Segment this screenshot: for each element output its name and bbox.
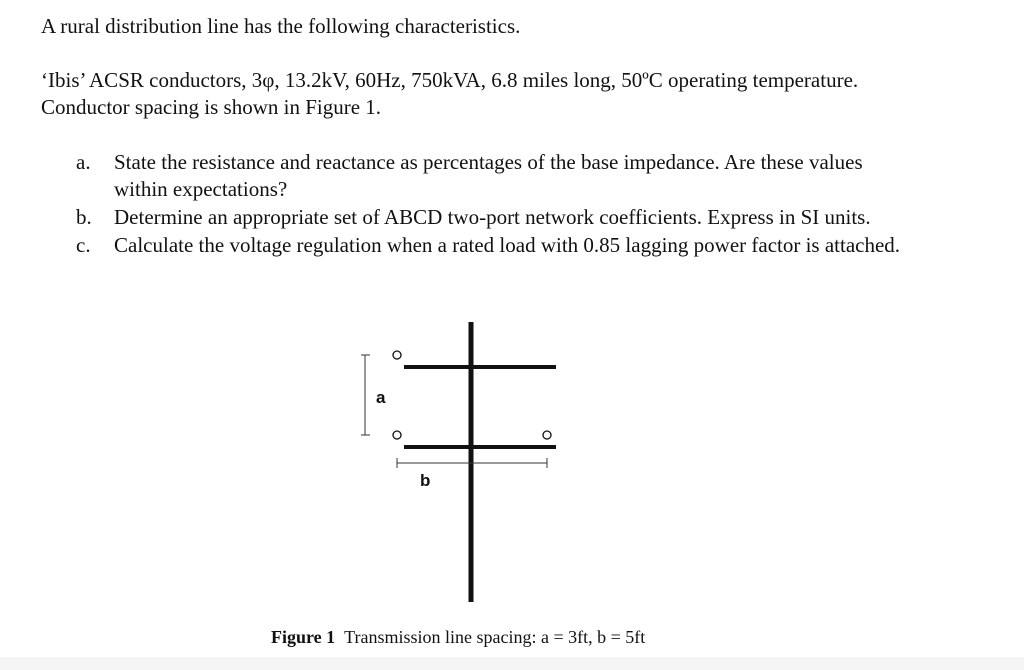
caption-label: Figure 1 bbox=[271, 627, 336, 647]
dimension-a bbox=[361, 354, 370, 436]
conductor-spacing-figure: a b bbox=[350, 318, 570, 608]
question-text: State the resistance and reactance as pe… bbox=[114, 150, 863, 201]
question-item: c. Calculate the voltage regulation when… bbox=[76, 232, 916, 259]
specification-text: ‘Ibis’ ACSR conductors, 3φ, 13.2kV, 60Hz… bbox=[41, 68, 859, 119]
question-item: b. Determine an appropriate set of ABCD … bbox=[76, 204, 916, 231]
question-marker: c. bbox=[76, 233, 91, 257]
figure-caption: Figure 1 Transmission line spacing: a = … bbox=[271, 625, 645, 649]
conductor-left bbox=[392, 430, 402, 440]
figure-drawing: a b bbox=[361, 322, 556, 602]
conductor-right bbox=[542, 430, 552, 440]
question-text: Calculate the voltage regulation when a … bbox=[114, 233, 901, 257]
intro-text: A rural distribution line has the follow… bbox=[41, 14, 521, 38]
dimension-b bbox=[396, 458, 548, 468]
dimension-a-label: a bbox=[376, 388, 386, 407]
question-marker: b. bbox=[76, 205, 92, 229]
question-list: a. State the resistance and reactance as… bbox=[76, 149, 916, 260]
question-item: a. State the resistance and reactance as… bbox=[76, 149, 916, 203]
caption-text: Transmission line spacing: a = 3ft, b = … bbox=[344, 627, 646, 647]
question-text: Determine an appropriate set of ABCD two… bbox=[114, 205, 871, 229]
question-marker: a. bbox=[76, 150, 91, 174]
bottom-strip bbox=[0, 657, 1024, 670]
dimension-b-label: b bbox=[420, 471, 430, 490]
conductor-top bbox=[392, 350, 402, 360]
